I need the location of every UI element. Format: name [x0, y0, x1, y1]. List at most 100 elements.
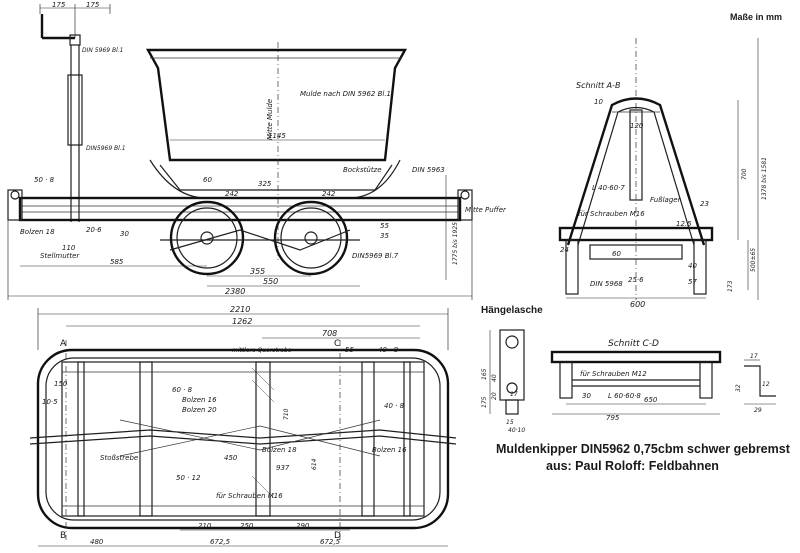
ab-dim-24: 24: [560, 246, 569, 254]
plan-dim-250: 250: [240, 522, 254, 530]
lasche-dim-15: 15: [506, 419, 514, 426]
dim-2380: 2380: [225, 287, 245, 296]
mark-d: D: [334, 531, 341, 541]
stellmutter-label: Stellmutter: [40, 252, 80, 260]
dim-325: 325: [258, 180, 272, 188]
ab-fusslager-label: Fußlager: [650, 196, 682, 204]
ab-dim-23: 23: [700, 200, 709, 208]
cd-angle-label: L 60·60·8: [608, 392, 641, 400]
ab-dim-500: 500±65: [750, 248, 757, 272]
plan-dim-50-12: 50 · 12: [176, 474, 201, 482]
plan-dim-290: 290: [296, 522, 310, 530]
cd-dim-650: 650: [644, 396, 658, 404]
section-cd-title: Schnitt C-D: [608, 339, 659, 349]
ab-dim-60: 60: [612, 250, 621, 258]
cd-dim-795: 795: [606, 414, 620, 422]
caption-title: Muldenkipper DIN5962 0,75cbm schwer gebr…: [496, 442, 790, 456]
dim-55: 55: [380, 222, 389, 230]
plan-dim-10-5: 10·5: [42, 398, 58, 406]
lasche-dim-40-10: 40·10: [508, 427, 525, 434]
plan-dim-450: 450: [224, 454, 238, 462]
units-note: Maße in mm: [729, 12, 782, 22]
dim-30: 30: [120, 230, 129, 238]
plan-bolzen-20-label: Bolzen 20: [182, 406, 217, 414]
ab-dim-10: 10: [594, 98, 603, 106]
haengelasche-detail: 165 175 40 20 17 15 40·10: [481, 329, 525, 434]
dim-242-b: 242: [322, 190, 336, 198]
bockstuetze-label: Bockstütze: [343, 166, 382, 174]
dim-50-8: 50 · 8: [34, 176, 55, 184]
brake-handle: 175 175 DIN 5969 Bl.1 DIN5969 Bl.1 50 · …: [34, 1, 126, 222]
din-5969-label: DIN5969 Bl.7: [352, 252, 399, 260]
ab-dim-57: 57: [688, 278, 697, 286]
mulde-note: Mulde nach DIN 5962 Bl.1: [300, 90, 391, 98]
cd-dim-30: 30: [582, 392, 591, 400]
plan-dim-614: 614: [311, 458, 318, 470]
plan-dim-708: 708: [322, 329, 337, 338]
ab-din-label: DIN 5968: [590, 280, 623, 288]
plan-stossstrebe-label: Stoßstrebe: [100, 454, 138, 462]
dim-550: 550: [263, 277, 278, 286]
dim-175-a: 175: [52, 1, 66, 9]
plan-dim-150: 150: [54, 380, 68, 388]
ab-schrauben-label: für Schrauben M16: [578, 210, 645, 218]
plan-dim-937: 937: [276, 464, 290, 472]
ab-dim-1378: 1378 bis 1581: [761, 157, 768, 200]
ab-angle-label: L 40·60·7: [592, 184, 625, 192]
plan-view: 2210 1262 708 A B C D mittlere: [29, 305, 457, 547]
mark-b: B: [60, 531, 66, 541]
dim-35: 35: [380, 232, 389, 240]
lasche-dim-17: 17: [510, 391, 518, 398]
ab-dim-12-5: 12.5: [676, 220, 692, 228]
dim-1775: 1775 bis 1925: [452, 222, 459, 265]
dim-242: 242: [225, 190, 239, 198]
plan-dim-210: 210: [198, 522, 212, 530]
section-ab: Schnitt A-B 120 10 L 40·60·7 Fußlager fü…: [558, 38, 768, 309]
plan-dim-710: 710: [283, 408, 290, 420]
cd-dim-17: 17: [750, 353, 758, 360]
plan-dim-672-b: 672,5: [320, 538, 341, 546]
plan-bolzen-18-label: Bolzen 18: [262, 446, 297, 454]
caption-source: aus: Paul Roloff: Feldbahnen: [546, 459, 719, 473]
post-ref: DIN5969 Bl.1: [86, 145, 126, 152]
plan-dim-60-8: 60 · 8: [172, 386, 193, 394]
din-5963-label: DIN 5963: [412, 166, 445, 174]
plan-schrauben-label: für Schrauben M16: [216, 492, 283, 500]
ab-dim-120: 120: [630, 122, 644, 130]
plan-dim-40-8b: 40 · 8: [384, 402, 405, 410]
lasche-dim-40: 40: [491, 374, 498, 382]
mark-a: A: [60, 339, 67, 349]
wheels: DIN5969 Bl.7: [160, 200, 399, 276]
dim-355: 355: [250, 267, 265, 276]
plan-bolzen-16b-label: Bolzen 16: [372, 446, 407, 454]
plan-bolzen-16-label: Bolzen 16: [182, 396, 217, 404]
cd-dim-32: 32: [735, 384, 742, 392]
mulde-body: Mitte Mulde Mulde nach DIN 5962 Bl.1 114…: [145, 42, 445, 262]
ab-dim-173: 173: [727, 280, 734, 292]
mitte-puffer-label: Mitte Puffer: [465, 206, 507, 214]
haengelasche-title: Hängelasche: [481, 305, 543, 316]
dim-585: 585: [110, 258, 124, 266]
mark-c: C: [334, 339, 340, 349]
cd-dim-29: 29: [754, 407, 762, 414]
plan-dim-1262: 1262: [232, 317, 252, 326]
side-view: 175 175 DIN 5969 Bl.1 DIN5969 Bl.1 50 · …: [7, 1, 507, 300]
lasche-dim-175: 175: [481, 396, 488, 408]
side-dimensions: 355 550 585 110 2380 1775 bis 1925: [7, 175, 473, 300]
mulde-axis-label: Mitte Mulde: [266, 99, 274, 140]
ab-dim-600: 600: [630, 300, 645, 309]
handle-ref: DIN 5969 Bl.1: [82, 47, 123, 54]
lasche-dim-165: 165: [481, 368, 488, 380]
lasche-dim-20: 20: [491, 392, 498, 400]
ab-flat-label: 25·6: [628, 276, 644, 284]
section-ab-title: Schnitt A-B: [576, 81, 621, 90]
ab-dim-700: 700: [741, 168, 748, 180]
cd-schrauben-label: für Schrauben M12: [580, 370, 647, 378]
section-cd: Schnitt C-D für Schrauben M12 L 60·60·8 …: [550, 339, 776, 422]
plan-querstrebe-label: mittlere Querstrebe: [232, 347, 292, 354]
side-frame: Mitte Puffer Bolzen 18 Stellmutter 20·6 …: [7, 189, 507, 260]
bolzen-label: Bolzen 18: [20, 228, 55, 236]
plan-dim-40-8: 40 · 8: [378, 346, 399, 354]
cd-dim-12: 12: [762, 381, 770, 388]
